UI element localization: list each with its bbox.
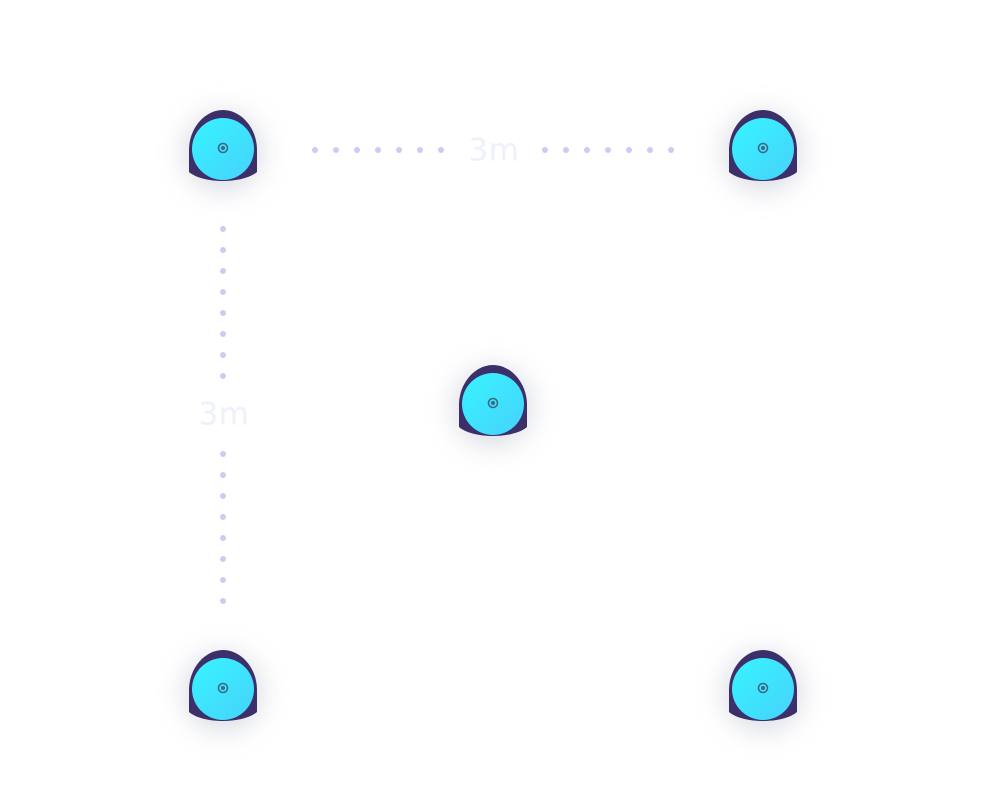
vertical-line-dot-4 bbox=[220, 310, 226, 316]
vertical-line-dot-15 bbox=[220, 598, 226, 604]
node-center-dot bbox=[221, 686, 225, 690]
vertical-line-dot-10 bbox=[220, 493, 226, 499]
sensor-node-center bbox=[455, 365, 531, 445]
horizontal-line-dot-9 bbox=[584, 147, 590, 153]
horizontal-line-dot-3 bbox=[375, 147, 381, 153]
horizontal-line-dot-0 bbox=[312, 147, 318, 153]
horizontal-line-dot-2 bbox=[354, 147, 360, 153]
vertical-line-dot-11 bbox=[220, 514, 226, 520]
ceiling-sensor-icon bbox=[217, 682, 229, 694]
vertical-line-dot-7 bbox=[220, 373, 226, 379]
horizontal-line-dot-5 bbox=[417, 147, 423, 153]
vertical-line-dot-2 bbox=[220, 268, 226, 274]
vertical-line-dot-3 bbox=[220, 289, 226, 295]
vertical-line-dot-12 bbox=[220, 535, 226, 541]
dotted-dimension-lines bbox=[220, 147, 674, 604]
vertical-line-dot-6 bbox=[220, 352, 226, 358]
sensor-node-top-left bbox=[185, 110, 261, 190]
node-center-dot bbox=[221, 146, 225, 150]
vertical-line-dot-13 bbox=[220, 556, 226, 562]
node-center-dot bbox=[761, 686, 765, 690]
horizontal-line-dot-11 bbox=[626, 147, 632, 153]
vertical-line-dot-5 bbox=[220, 331, 226, 337]
node-center-dot bbox=[761, 146, 765, 150]
vertical-line-dot-0 bbox=[220, 226, 226, 232]
node-center-dot bbox=[491, 401, 495, 405]
horizontal-line-dot-6 bbox=[438, 147, 444, 153]
vertical-line-dot-8 bbox=[220, 451, 226, 457]
sensor-node-top-right bbox=[725, 110, 801, 190]
horizontal-line-dot-1 bbox=[333, 147, 339, 153]
horizontal-dimension-label: 3m bbox=[468, 132, 520, 169]
horizontal-line-dot-12 bbox=[647, 147, 653, 153]
sensor-nodes bbox=[185, 110, 801, 730]
sensor-node-bottom-right bbox=[725, 650, 801, 730]
sensor-node-bottom-left bbox=[185, 650, 261, 730]
vertical-line-dot-9 bbox=[220, 472, 226, 478]
horizontal-line-dot-8 bbox=[563, 147, 569, 153]
horizontal-line-dot-4 bbox=[396, 147, 402, 153]
ceiling-sensor-icon bbox=[757, 142, 769, 154]
horizontal-line-dot-10 bbox=[605, 147, 611, 153]
ceiling-sensor-icon bbox=[757, 682, 769, 694]
vertical-line-dot-1 bbox=[220, 247, 226, 253]
horizontal-line-dot-7 bbox=[542, 147, 548, 153]
ceiling-sensor-icon bbox=[487, 397, 499, 409]
vertical-line-dot-14 bbox=[220, 577, 226, 583]
horizontal-line-dot-13 bbox=[668, 147, 674, 153]
vertical-dimension-label: 3m bbox=[198, 396, 250, 433]
ceiling-sensor-icon bbox=[217, 142, 229, 154]
